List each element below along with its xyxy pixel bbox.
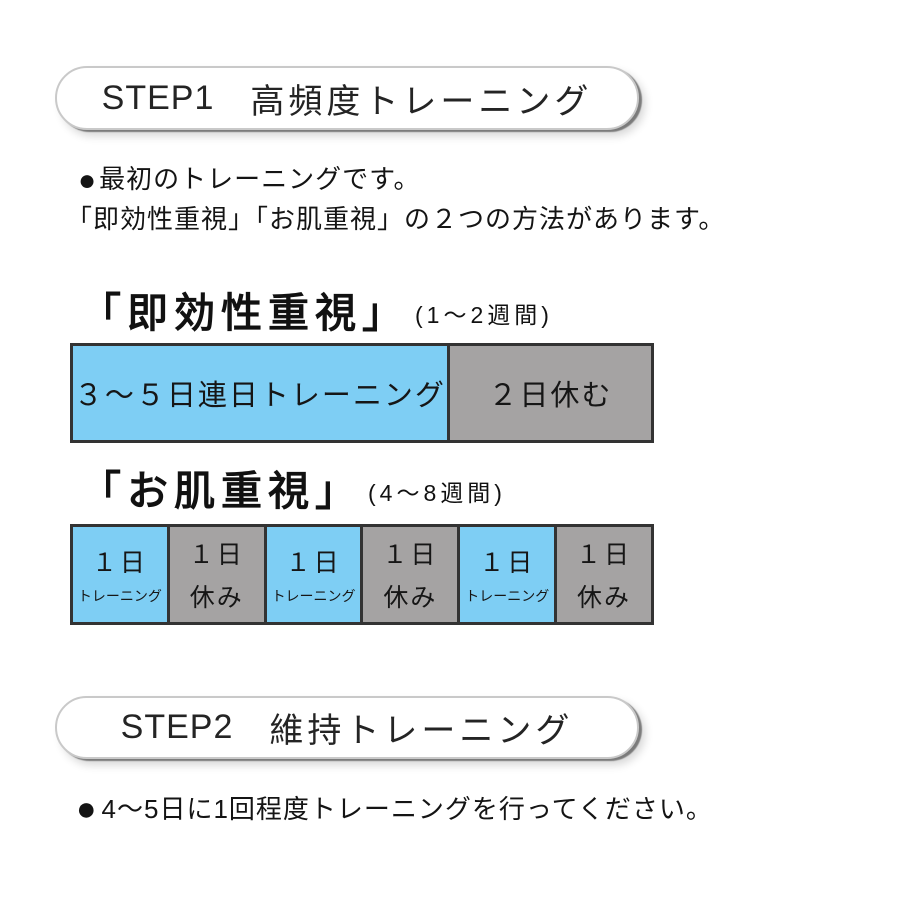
rest-period-cell: ２日休む (446, 346, 651, 440)
method1-title: 「即効性重視」 (80, 290, 409, 336)
method1-duration: (1～2週間) (415, 302, 553, 328)
method1-header: 「即効性重視」 (1～2週間) (80, 282, 553, 336)
intro-line1-text: 最初のトレーニングです。 (99, 164, 421, 194)
rest-day-cell: １日 休み (554, 527, 651, 622)
training-day-cell: １日 トレーニング (457, 527, 555, 622)
bullet-dot-icon: ● (76, 790, 98, 828)
training-day-cell: １日 トレーニング (73, 527, 167, 622)
rest-period-label: ２日休む (488, 380, 613, 412)
intro-line1: ●最初のトレーニングです。 (66, 160, 725, 200)
intro-line2: 「即効性重視」「お肌重視」の２つの方法があります。 (66, 204, 726, 234)
outro-line-text: 4～5日に1回程度トレーニングを行ってください。 (101, 794, 713, 824)
bullet-dot-icon: ● (78, 164, 98, 197)
step1-header-pill: STEP1 高頻度トレーニング (55, 66, 639, 130)
training-period-cell: ３～５日連日トレーニング (73, 346, 447, 440)
training-day-cell: １日 トレーニング (263, 527, 361, 622)
method2-header: 「お肌重視」 (4～8週間) (80, 460, 506, 514)
step2-header-pill: STEP2 維持トレーニング (55, 696, 639, 759)
training-period-label: ３～５日連日トレーニング (73, 380, 446, 412)
method2-title: 「お肌重視」 (80, 468, 362, 514)
method2-duration: (4～8週間) (368, 480, 506, 506)
rest-day-cell: １日 休み (360, 527, 458, 622)
immediate-method-bar: ３～５日連日トレーニング ２日休む (70, 343, 654, 443)
step1-label: STEP1 (101, 78, 215, 117)
step2-label: STEP2 (120, 708, 234, 746)
skin-method-bar: １日 トレーニング １日 休み １日 トレーニング １日 休み １日 トレーニン… (70, 524, 654, 625)
step1-title: 高頻度トレーニング (250, 82, 593, 121)
rest-day-cell: １日 休み (166, 527, 264, 622)
outro-note: ●4～5日に1回程度トレーニングを行ってください。 (76, 790, 713, 829)
intro-notes: ●最初のトレーニングです。 「即効性重視」「お肌重視」の２つの方法があります。 (66, 160, 725, 239)
step2-title: 維持トレーニング (269, 712, 574, 750)
